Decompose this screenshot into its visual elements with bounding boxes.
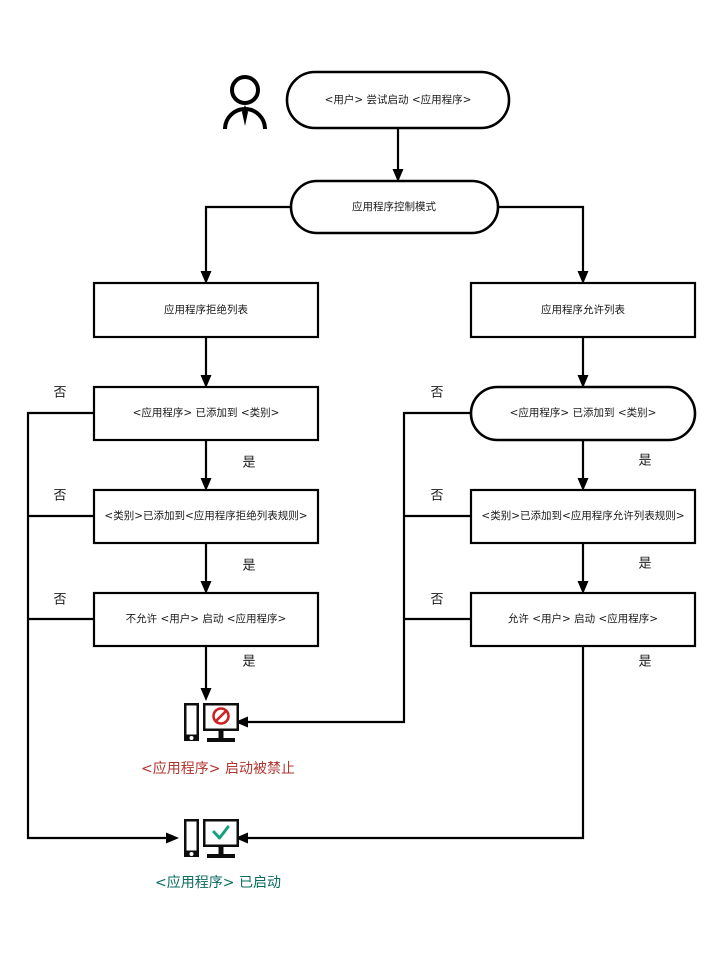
- denylist-step-2-label: <类别>已添加到<应用程序拒绝列表规则>: [104, 509, 307, 522]
- denylist-step-3-no-label: 否: [53, 593, 66, 608]
- mode-node[interactable]: 应用程序控制模式: [289, 179, 500, 235]
- allowlist-step-2-no-label: 否: [430, 489, 443, 504]
- allowed-outcome-label: <应用程序> 已启动: [155, 874, 281, 891]
- edge-denylist-no-collector: [26, 411, 179, 844]
- allowlist-step-2-yes-label: 是: [638, 557, 651, 572]
- allowlist-step-1-no-label: 否: [430, 386, 443, 401]
- allowlist-step-1[interactable]: <应用程序> 已添加到 <类别>: [469, 385, 697, 442]
- denylist-step-1-no-label: 否: [53, 386, 66, 401]
- computer-blocked-icon: [184, 703, 239, 742]
- edge-allowlist-no-collector: [235, 411, 471, 728]
- denylist-header-node[interactable]: 应用程序拒绝列表: [92, 281, 320, 339]
- allowlist-step-3-no-label: 否: [430, 593, 443, 608]
- allowlist-step-2[interactable]: <类别>已添加到<应用程序允许列表规则>: [469, 488, 697, 545]
- blocked-outcome-label: <应用程序> 启动被禁止: [141, 760, 295, 777]
- denylist-step-3[interactable]: 不允许 <用户> 启动 <应用程序>: [92, 591, 320, 648]
- edge-denylist-header-to-step1: [200, 337, 212, 388]
- allowlist-header-node[interactable]: 应用程序允许列表: [469, 281, 697, 339]
- edge-mode-to-allowlist: [498, 205, 589, 284]
- allowlist-step-3-label: 允许 <用户> 启动 <应用程序>: [508, 612, 658, 625]
- denylist-header-label: 应用程序拒绝列表: [164, 303, 248, 316]
- denylist-step-3-yes-label: 是: [242, 655, 255, 670]
- edge-allowlist-step2-yes: [577, 543, 589, 594]
- allowlist-step-3-yes-label: 是: [638, 655, 651, 670]
- edge-mode-to-denylist: [200, 205, 291, 284]
- allowlist-step-3[interactable]: 允许 <用户> 启动 <应用程序>: [469, 591, 697, 648]
- allowlist-step-1-label: <应用程序> 已添加到 <类别>: [510, 406, 657, 419]
- start-node-label: <用户> 尝试启动 <应用程序>: [325, 93, 472, 106]
- computer-allowed-icon: [184, 819, 239, 858]
- denylist-step-3-label: 不允许 <用户> 启动 <应用程序>: [126, 612, 287, 625]
- allowlist-step-2-label: <类别>已添加到<应用程序允许列表规则>: [481, 509, 684, 522]
- person-icon: [223, 75, 267, 130]
- allowlist-header-label: 应用程序允许列表: [541, 303, 625, 316]
- edge-allowlist-step3-yes-to-allowed: [235, 646, 585, 844]
- start-node[interactable]: <用户> 尝试启动 <应用程序>: [285, 70, 511, 130]
- edge-allowlist-step1-yes: [577, 440, 589, 491]
- denylist-step-2-yes-label: 是: [242, 559, 255, 574]
- denylist-step-1-label: <应用程序> 已添加到 <类别>: [133, 406, 280, 419]
- edge-allowlist-header-to-step1: [577, 337, 589, 388]
- denylist-step-2-no-label: 否: [53, 489, 66, 504]
- denylist-step-2[interactable]: <类别>已添加到<应用程序拒绝列表规则>: [92, 488, 320, 545]
- edge-denylist-step2-yes: [200, 543, 212, 594]
- edge-start-to-mode: [392, 128, 404, 182]
- allowlist-step-1-yes-label: 是: [638, 454, 651, 469]
- denylist-step-1-yes-label: 是: [242, 456, 255, 471]
- edge-denylist-step3-yes-to-blocked: [200, 646, 212, 701]
- edge-denylist-step1-yes: [200, 440, 212, 491]
- mode-node-label: 应用程序控制模式: [352, 200, 436, 213]
- denylist-step-1[interactable]: <应用程序> 已添加到 <类别>: [92, 385, 320, 442]
